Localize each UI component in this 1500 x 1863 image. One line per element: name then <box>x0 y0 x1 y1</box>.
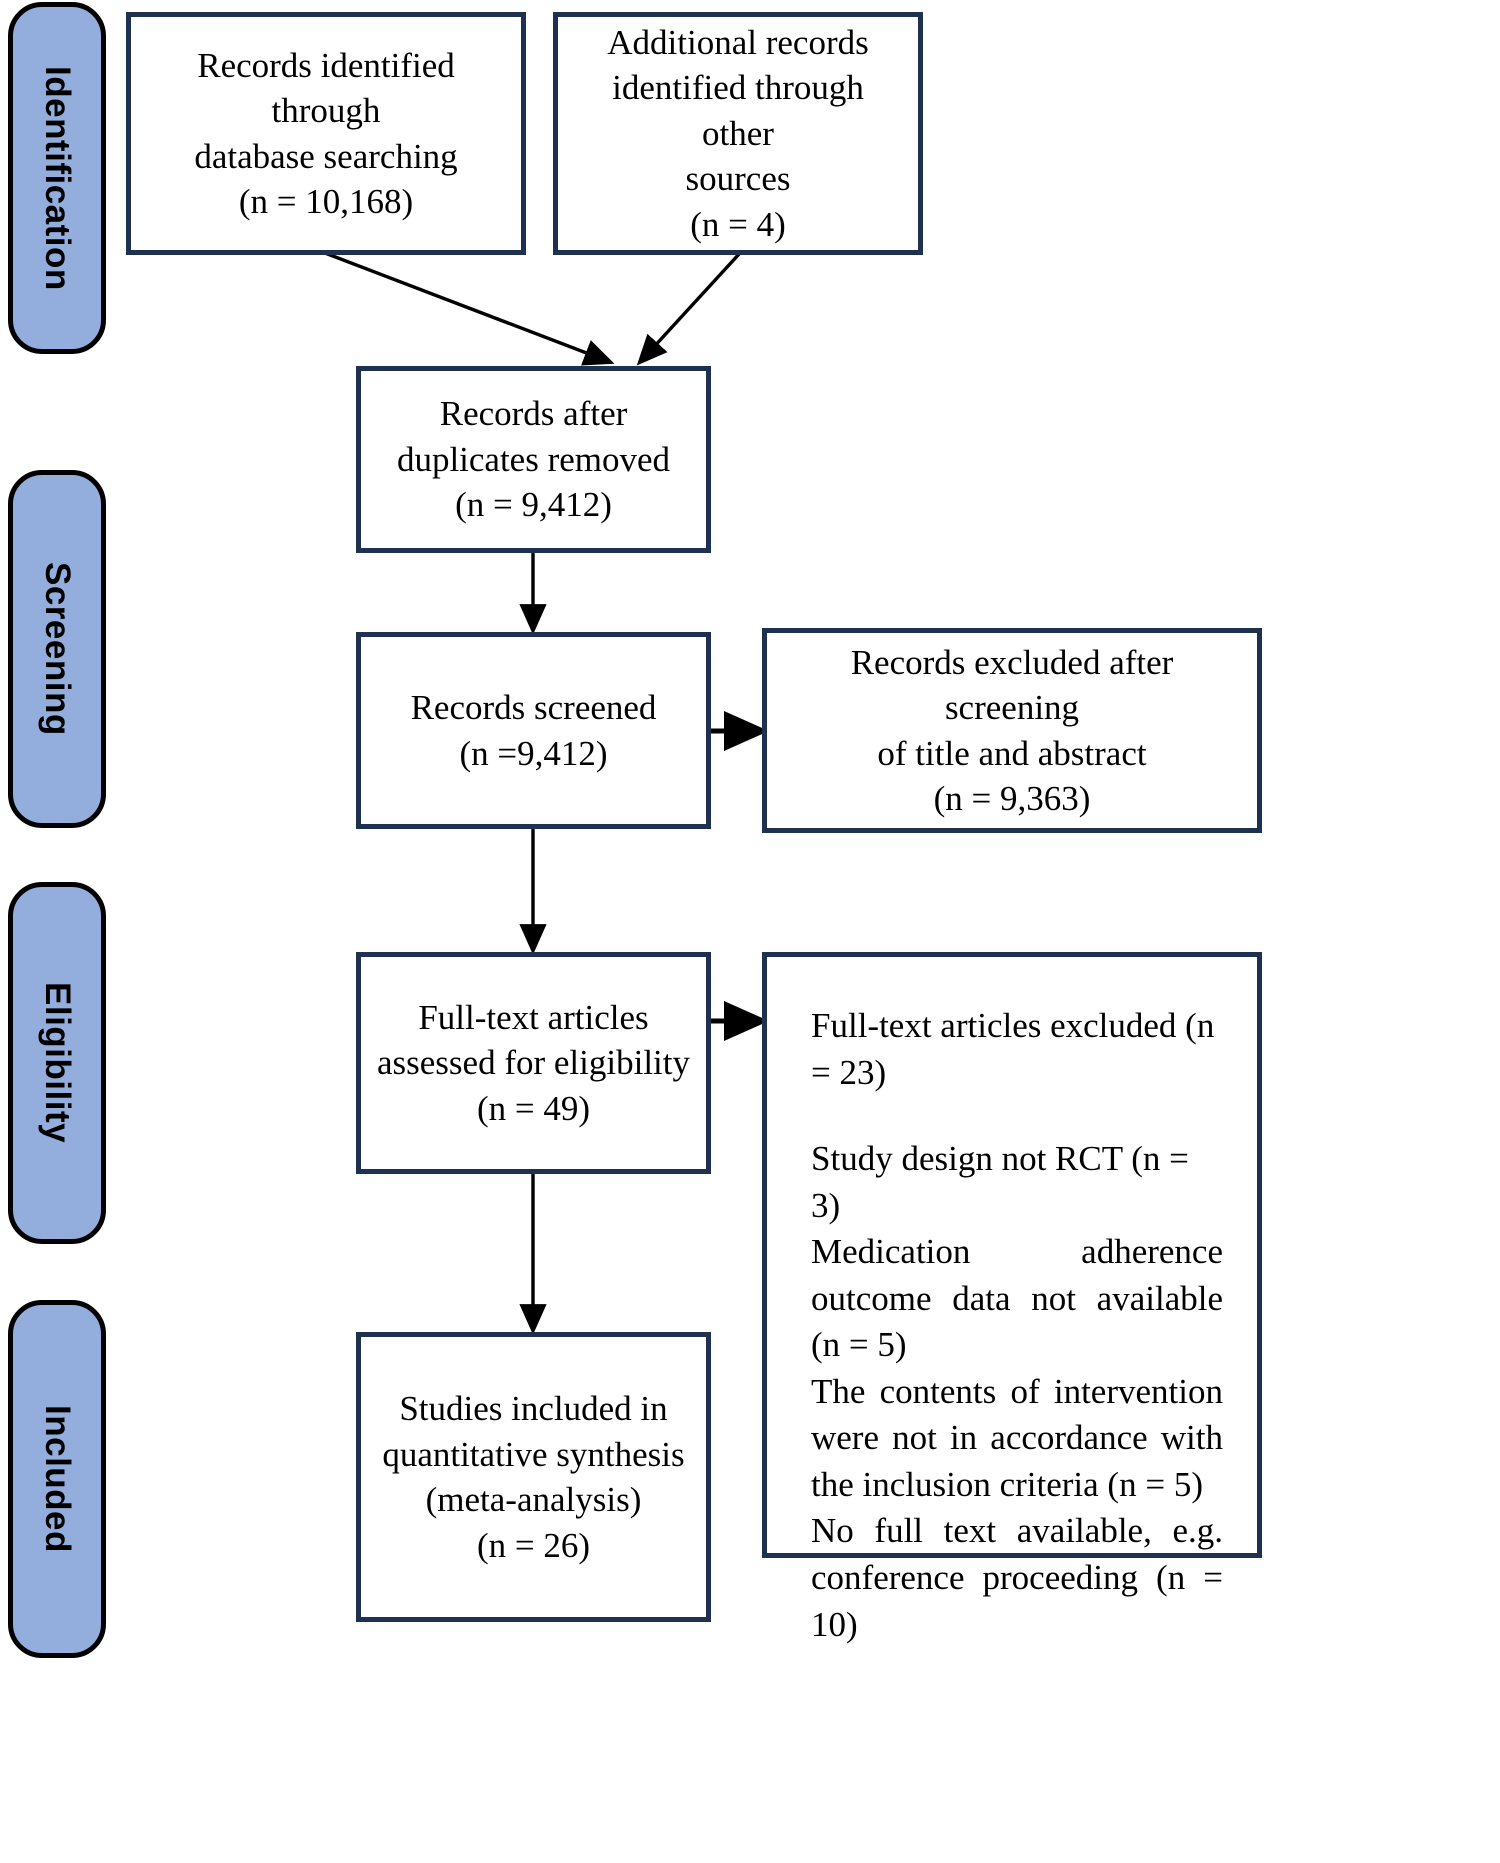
included-studies-line-1: Studies included in <box>399 1389 668 1428</box>
records-excluded-count: (n = 9,363) <box>933 779 1091 818</box>
fulltext-assessed-line-2: assessed for eligibility <box>376 1043 690 1083</box>
included-studies-line-3: (meta-analysis) <box>425 1480 642 1519</box>
box-records-identified-database: Records identified through database sear… <box>126 12 526 255</box>
records-excluded-line-2: of title and abstract <box>877 733 1147 773</box>
other-sources-line-1: Additional records <box>607 22 869 62</box>
db-search-line-1: Records identified through <box>197 45 455 131</box>
box-records-after-duplicates-removed: Records after duplicates removed (n = 9,… <box>356 366 711 553</box>
arrow-dbsearch-to-afterduplicates <box>324 251 615 366</box>
phase-eligibility-text: Eligibility <box>38 982 77 1144</box>
box-fulltext-assessed-eligibility: Full-text articles assessed for eligibil… <box>356 952 711 1174</box>
db-search-count: (n = 10,168) <box>238 182 414 221</box>
phase-label-eligibility: Eligibility <box>8 882 106 1244</box>
after-duplicates-line-1: Records after <box>439 394 628 434</box>
phase-screening-text: Screening <box>38 562 77 736</box>
exclusion-reason-3: The contents of intervention were not in… <box>811 1371 1223 1504</box>
phase-label-identification: Identification <box>8 2 106 354</box>
phase-included-text: Included <box>38 1405 77 1553</box>
fulltext-assessed-line-1: Full-text articles <box>418 997 649 1037</box>
box-studies-included-quantitative-synthesis: Studies included in quantitative synthes… <box>356 1332 711 1622</box>
after-duplicates-count: (n = 9,412) <box>455 485 612 525</box>
exclusion-reason-2: Medication adherence outcome data not av… <box>811 1232 1223 1365</box>
phase-label-screening: Screening <box>8 470 106 828</box>
box-records-screened: Records screened (n =9,412) <box>356 632 711 829</box>
other-sources-count: (n = 4) <box>690 204 786 244</box>
after-duplicates-line-2: duplicates removed <box>396 439 671 479</box>
records-excluded-line-1: Records excluded after screening <box>850 642 1174 728</box>
exclusion-reason-4: No full text available, e.g. conference … <box>811 1511 1223 1644</box>
arrow-othersources-to-afterduplicates <box>636 251 742 366</box>
phase-identification-text: Identification <box>38 65 77 291</box>
fulltext-excluded-heading: Full-text articles excluded (n = 23) <box>811 1006 1215 1092</box>
screened-count: (n =9,412) <box>459 733 608 773</box>
exclusion-reason-1: Study design not RCT (n = 3) <box>811 1139 1189 1225</box>
screened-line-1: Records screened <box>410 688 657 727</box>
phase-label-included: Included <box>8 1300 106 1658</box>
db-search-line-2: database searching <box>194 136 458 176</box>
fulltext-assessed-count: (n = 49) <box>476 1088 591 1128</box>
included-studies-line-2: quantitative synthesis <box>382 1434 685 1474</box>
box-additional-records-other-sources: Additional records identified through ot… <box>553 12 923 255</box>
box-fulltext-articles-excluded: Full-text articles excluded (n = 23) Stu… <box>762 952 1262 1644</box>
other-sources-line-3: sources <box>685 159 791 199</box>
other-sources-line-2: identified through other <box>612 68 864 153</box>
box-records-excluded-title-abstract: Records excluded after screening of titl… <box>762 628 1262 833</box>
included-studies-count: (n = 26) <box>476 1525 591 1565</box>
